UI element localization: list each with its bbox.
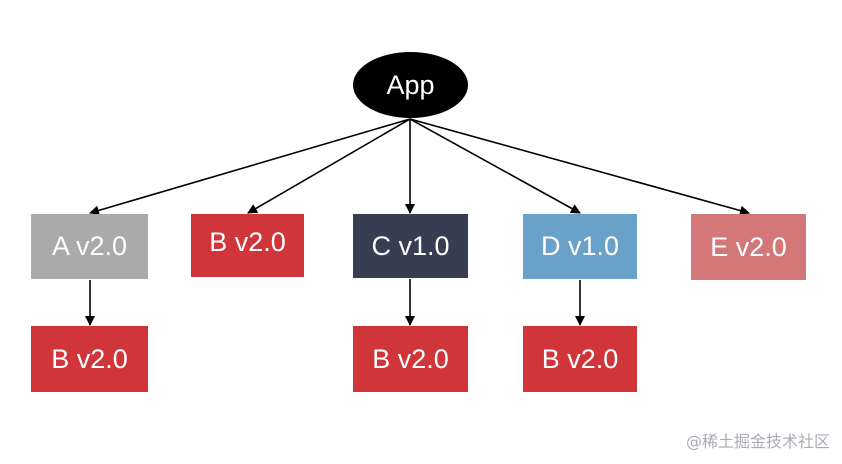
node-b-v2-under-d: B v2.0 xyxy=(523,326,637,392)
node-c-v1-label: C v1.0 xyxy=(371,230,450,261)
edge-app-to-e xyxy=(409,118,750,216)
node-app-label: App xyxy=(386,69,435,100)
node-a-v2: A v2.0 xyxy=(31,214,148,279)
node-b-v2-under-a-label: B v2.0 xyxy=(51,343,128,374)
watermark: @稀土掘金技术社区 xyxy=(685,432,830,451)
edge-app-to-b xyxy=(247,118,411,214)
node-b-v2-under-d-label: B v2.0 xyxy=(541,343,619,374)
node-d-v1: D v1.0 xyxy=(523,214,637,279)
node-b-v2-under-c-label: B v2.0 xyxy=(372,343,449,374)
node-d-v1-label: D v1.0 xyxy=(540,231,620,261)
node-b-v2-under-c: B v2.0 xyxy=(353,326,468,392)
node-e-v2: E v2.0 xyxy=(691,214,806,280)
node-c-v1: C v1.0 xyxy=(353,214,468,278)
edge-app-to-a xyxy=(89,118,411,216)
node-app: App xyxy=(353,52,468,118)
node-e-v2-label: E v2.0 xyxy=(710,231,787,262)
node-b-v2-under-a: B v2.0 xyxy=(31,326,148,392)
node-b-v2-direct-label: B v2.0 xyxy=(209,227,286,257)
node-b-v2-direct: B v2.0 xyxy=(191,214,304,277)
edge-app-to-d xyxy=(409,118,581,214)
node-a-v2-label: A v2.0 xyxy=(51,231,128,261)
